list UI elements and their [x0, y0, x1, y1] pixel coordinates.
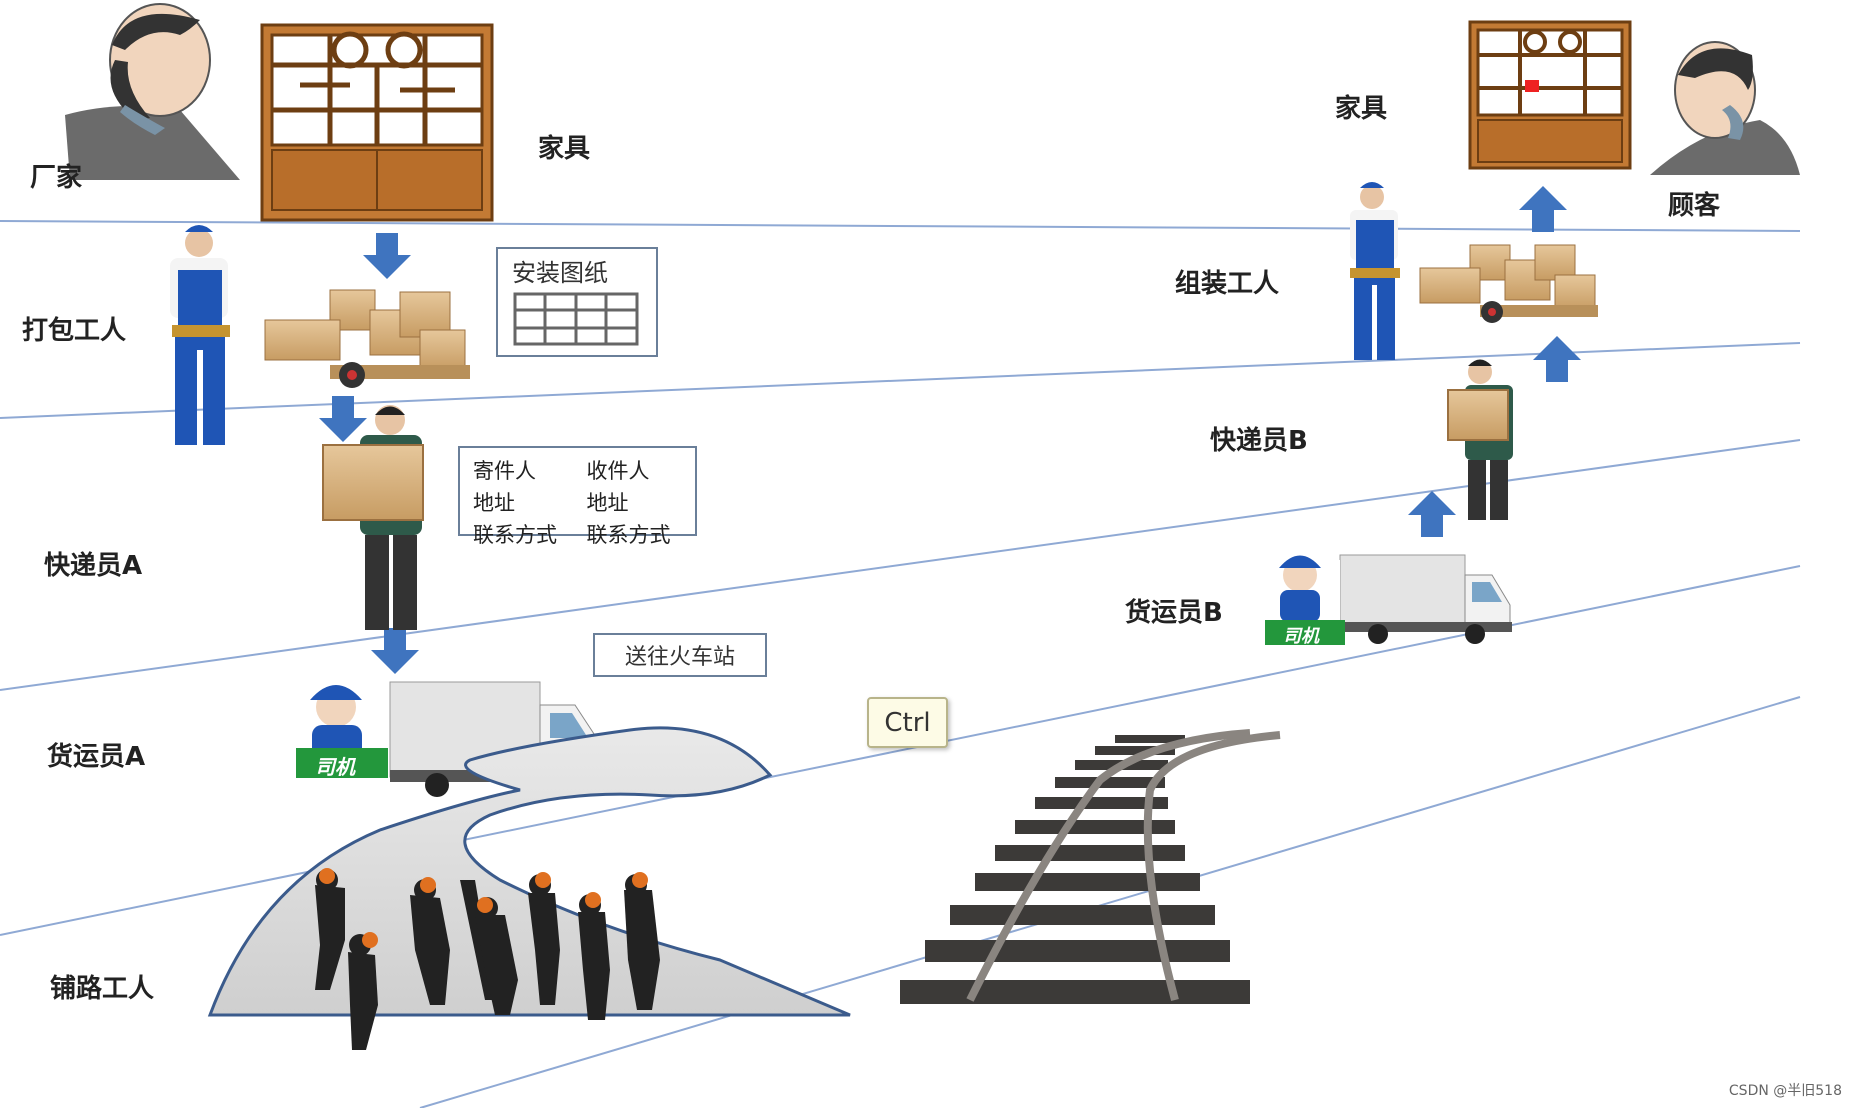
cabinet-left — [262, 25, 492, 220]
label-furniture-right: 家具 — [1335, 88, 1387, 125]
label-manufacturer: 厂家 — [30, 157, 82, 194]
courier-b-figure — [1448, 360, 1513, 521]
to-station-label: 送往火车站 — [625, 639, 735, 671]
label-assembler: 组装工人 — [1175, 263, 1279, 300]
receiver-contact-label: 联系方式 — [587, 519, 683, 549]
arrow-down-3 — [371, 628, 419, 674]
receiver-address-label: 地址 — [587, 487, 683, 517]
lane-line-4 — [0, 566, 1800, 935]
driver-b-badge-text: 司机 — [1283, 622, 1319, 648]
label-packer: 打包工人 — [22, 310, 126, 347]
sender-address-label: 地址 — [473, 487, 569, 517]
hand-cart-left — [265, 290, 470, 388]
hand-cart-right — [1420, 245, 1598, 323]
label-freight-a: 货运员A — [47, 736, 145, 773]
arrow-up-1 — [1519, 186, 1567, 232]
install-drawing-title: 安装图纸 — [512, 253, 608, 288]
truck-b — [1340, 555, 1512, 644]
label-customer: 顾客 — [1668, 185, 1720, 222]
lane-line-3 — [0, 440, 1800, 690]
assembler-worker-figure — [1350, 182, 1400, 360]
ctrl-key-hint[interactable]: Ctrl — [867, 697, 948, 748]
label-courier-a: 快递员A — [44, 545, 142, 582]
customer-figure — [1650, 42, 1800, 175]
label-road-worker: 铺路工人 — [50, 968, 154, 1005]
arrow-up-2 — [1533, 336, 1581, 382]
label-furniture-left: 家具 — [538, 128, 590, 165]
sender-contact-label: 联系方式 — [473, 519, 569, 549]
label-freight-b: 货运员B — [1125, 592, 1223, 629]
to-station-box: 送往火车站 — [593, 633, 767, 677]
courier-a-figure — [323, 405, 423, 630]
receiver-label: 收件人 — [587, 455, 683, 485]
cabinet-right — [1470, 22, 1630, 168]
address-grid: 寄件人 收件人 地址 地址 联系方式 联系方式 — [461, 449, 694, 555]
manufacturer-figure — [65, 4, 240, 180]
sender-label: 寄件人 — [473, 455, 569, 485]
lane-line-1 — [0, 221, 1800, 231]
packer-worker-figure — [170, 225, 230, 445]
address-box: 寄件人 收件人 地址 地址 联系方式 联系方式 — [461, 449, 694, 533]
arrow-up-3 — [1408, 491, 1456, 537]
driver-a-badge-text: 司机 — [315, 751, 355, 780]
arrow-down-1 — [363, 233, 411, 279]
watermark: CSDN @半旧518 — [1729, 1080, 1842, 1100]
label-courier-b: 快递员B — [1210, 420, 1308, 457]
